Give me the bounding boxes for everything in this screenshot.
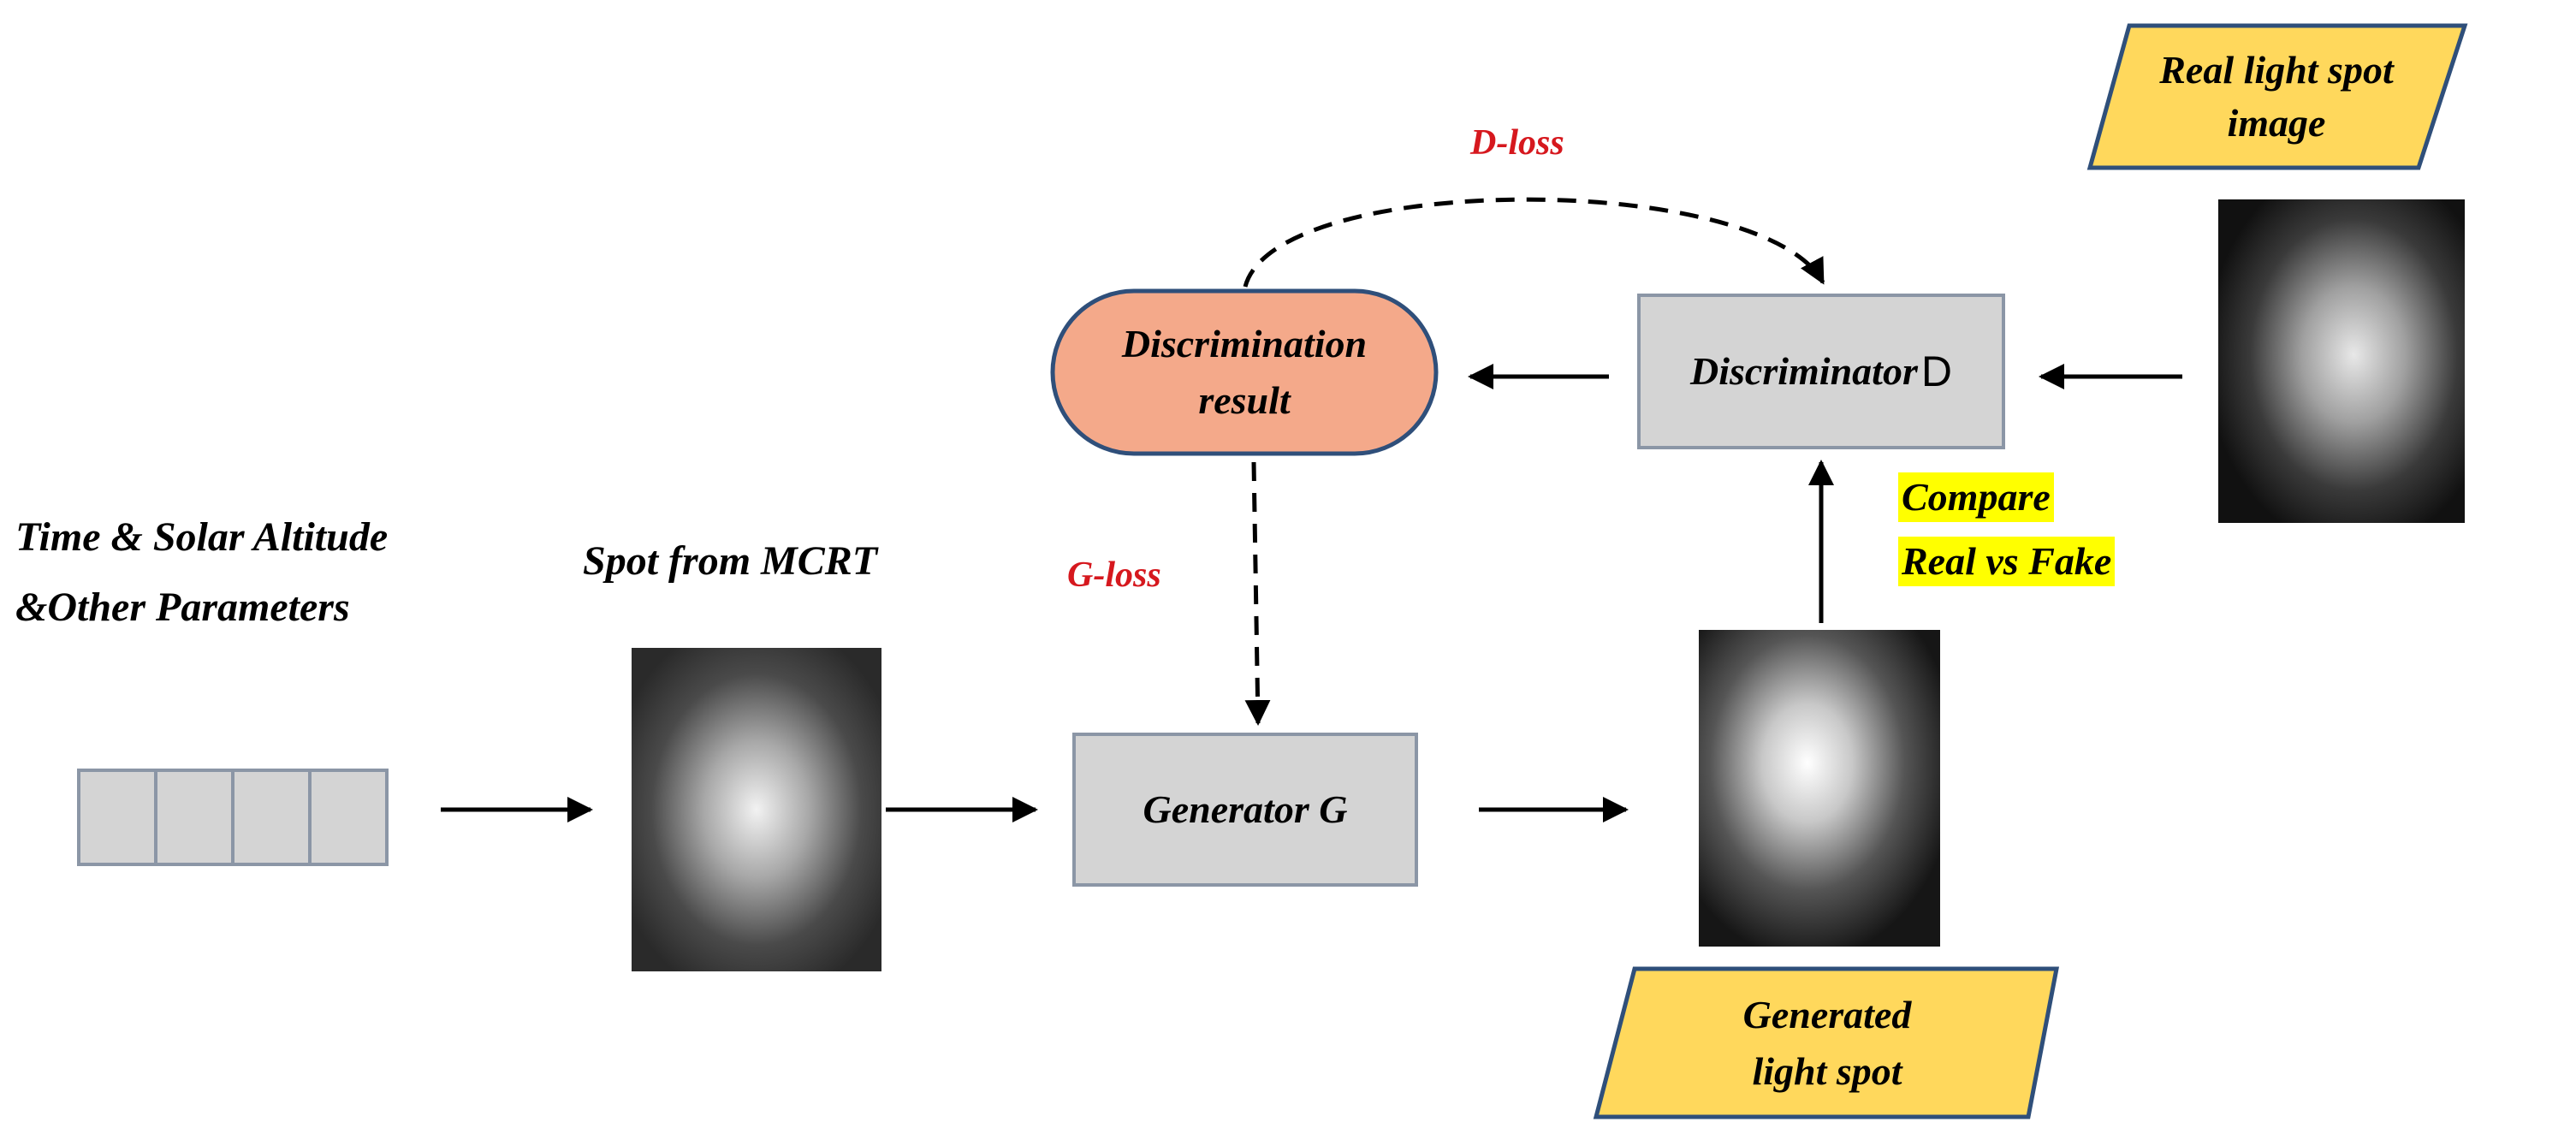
input-params-line1: Time & Solar Altitude xyxy=(15,514,389,560)
generated-label-line2: light spot xyxy=(1752,1048,1902,1093)
mcrt-spot-image xyxy=(632,648,881,971)
generated-label: Generated light spot xyxy=(1609,969,2045,1117)
discrimination-result-line2: result xyxy=(1198,378,1291,422)
discrimination-result-pill xyxy=(1050,288,1439,456)
real-image-label: Real light spot image xyxy=(2097,26,2456,168)
compare-note-line1: Compare xyxy=(1898,472,2054,522)
discriminator-label: Discriminator D xyxy=(1639,295,2003,448)
d-loss-label: D-loss xyxy=(1470,123,1564,163)
generated-label-shape xyxy=(1593,966,2060,1119)
generated-spot-image xyxy=(1699,630,1940,947)
generator-label: Generator G xyxy=(1074,734,1416,885)
real-image-label-line1: Real light spot xyxy=(2159,48,2394,92)
real-image-label-shape xyxy=(2086,23,2468,170)
real-image-label-line2: image xyxy=(2227,101,2326,145)
mcrt-spot-label: Spot from MCRT xyxy=(583,538,878,584)
discriminator-label-main: Discriminator xyxy=(1690,349,1918,393)
discriminator-box xyxy=(1637,294,2005,449)
compare-note-line2: Real vs Fake xyxy=(1898,537,2116,586)
arrow-g-loss xyxy=(1244,461,1271,726)
input-vector xyxy=(77,769,389,866)
generated-label-line1: Generated xyxy=(1742,992,1912,1036)
discriminator-label-suffix: D xyxy=(1920,347,1952,395)
input-params-line2: &Other Parameters xyxy=(15,585,350,630)
generator-box xyxy=(1072,733,1418,887)
real-spot-image xyxy=(2218,199,2465,523)
discrimination-result-line1: Discrimination xyxy=(1121,322,1368,365)
arrow-d-loss xyxy=(1243,197,1825,288)
g-loss-label: G-loss xyxy=(1067,555,1161,595)
generator-label-text: Generator G xyxy=(1143,787,1348,831)
discrimination-result-label: Discrimination result xyxy=(1053,291,1436,454)
